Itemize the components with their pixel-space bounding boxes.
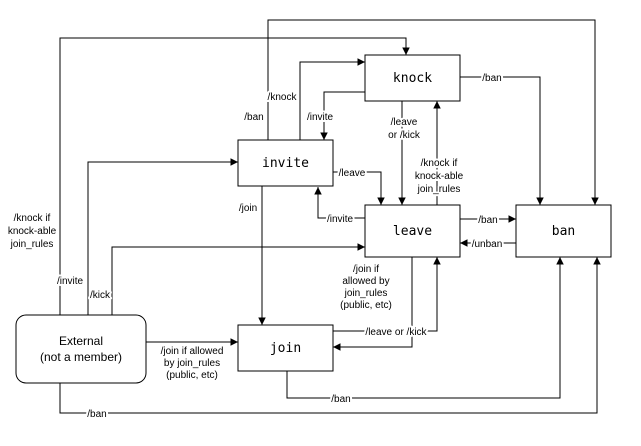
edge-label-external-knock-line3: join_rules: [10, 239, 54, 250]
edge-label-external-join-line1: /join if allowed: [161, 346, 224, 357]
state-join-label: join: [270, 341, 301, 356]
state-invite: invite: [237, 139, 334, 187]
edge-label-knock-leave-line1: /leave: [391, 117, 418, 128]
state-invite-label: invite: [262, 156, 309, 171]
state-knock-label: knock: [393, 71, 432, 86]
state-external-label-line2: (not a member): [40, 350, 122, 364]
state-leave-label: leave: [393, 224, 432, 239]
edge-label-join-leave: /leave or /kick: [365, 327, 427, 338]
edge-invite-to-knock: [299, 58, 365, 140]
edge-label-invite-knock: /knock: [268, 92, 298, 103]
edge-label-invite-join: /join: [239, 203, 257, 214]
edge-label-leave-join-line4: (public, etc): [340, 300, 392, 311]
state-leave: leave: [364, 204, 461, 258]
edge-leave-to-join: [333, 257, 413, 351]
edge-external-to-leave: [111, 243, 365, 315]
edge-label-external-ban: /ban: [87, 409, 106, 420]
state-ban-box: [515, 204, 612, 258]
edge-label-knock-ban: /ban: [482, 73, 501, 84]
edge-label-external-knock-line1: /knock if: [14, 213, 51, 224]
edge-label-invite-leave: /leave: [339, 168, 366, 179]
state-knock-box: [364, 54, 461, 102]
edge-label-external-knock-line2: knock-able: [8, 226, 57, 237]
edge-label-ban-leave: /unban: [472, 239, 503, 250]
edge-label-knock-invite: /invite: [307, 112, 334, 123]
edge-join-to-leave: [333, 257, 441, 332]
edge-join-to-ban: [286, 257, 564, 399]
state-join: join: [237, 324, 334, 372]
edge-label-external-invite: /invite: [57, 276, 84, 287]
state-leave-box: [364, 204, 461, 258]
edge-knock-to-invite: [320, 91, 365, 140]
edge-label-leave-join-line1: /join if: [353, 264, 379, 275]
edge-label-invite-ban: /ban: [244, 112, 263, 123]
edge-label-leave-invite: /invite: [327, 214, 354, 225]
state-external-label-line1: External: [59, 334, 103, 348]
state-external: External (not a member): [15, 314, 147, 384]
edge-leave-to-invite: [314, 187, 365, 219]
edge-external-to-knock: [59, 37, 410, 315]
state-external-box: [15, 314, 147, 384]
edge-label-leave-knock-line1: /knock if: [421, 158, 458, 169]
edge-label-knock-leave-line2: or /kick: [388, 130, 421, 141]
state-join-box: [237, 324, 334, 372]
edge-label-external-join-line2: by join_rules: [164, 358, 220, 369]
edge-label-join-ban: /ban: [331, 394, 350, 405]
edge-knock-to-ban: [460, 76, 544, 205]
edge-label-leave-ban: /ban: [478, 215, 497, 226]
edge-external-to-ban: [59, 257, 601, 414]
edge-label-leave-knock-line3: join_rules: [417, 184, 461, 195]
edge-invite-to-leave: [333, 171, 385, 205]
edge-label-leave-join-line3: join_rules: [344, 288, 388, 299]
state-ban: ban: [515, 204, 612, 258]
state-ban-label: ban: [552, 224, 575, 239]
edge-external-to-invite: [87, 158, 238, 315]
edge-label-leave-knock-line2: knock-able: [415, 171, 464, 182]
edge-label-leave-join-line2: allowed by: [342, 276, 389, 287]
edge-label-external-join-line3: (public, etc): [166, 370, 218, 381]
state-invite-box: [237, 139, 334, 187]
edge-invite-to-ban: [267, 19, 599, 205]
state-knock: knock: [364, 54, 461, 102]
edge-label-external-leave: /kick: [90, 290, 111, 301]
